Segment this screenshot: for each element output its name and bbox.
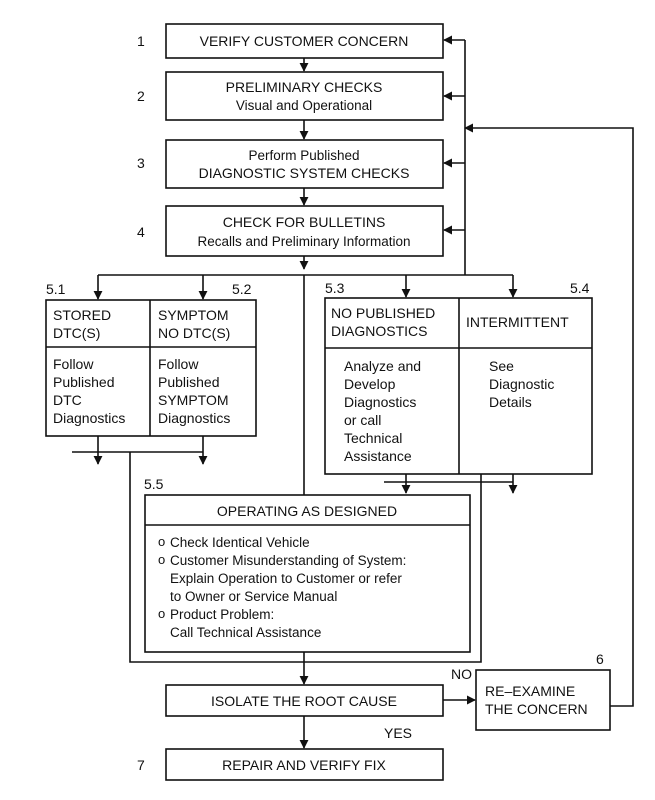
bullet-1-line-0: Customer Misunderstanding of System: [170,553,406,568]
step-5-3-body-0: Analyze and [344,358,421,374]
step-4-line-1: Recalls and Preliminary Information [197,234,410,249]
step-5-2-body-1: Published [158,374,220,390]
step-3-number: 3 [137,155,145,171]
step-3-line-0: Perform Published [248,148,359,163]
step-5-3-body-1: Develop [344,376,396,392]
bullet-0-mark: o [158,534,165,549]
step-5-3-body-2: Diagnostics [344,394,416,410]
step-2-number: 2 [137,88,145,104]
step-5-1-body-3: Diagnostics [53,410,125,426]
step-1-line-0: VERIFY CUSTOMER CONCERN [200,33,409,49]
step-5-2-header-1: NO DTC(S) [158,325,230,341]
step-5-4-number: 5.4 [570,280,590,296]
branch-yes-label: YES [384,725,412,741]
step-5-3-header-0: NO PUBLISHED [331,305,435,321]
step-5-2-number: 5.2 [232,281,252,297]
step-5-3-header-1: DIAGNOSTICS [331,323,427,339]
step-3-line-1: DIAGNOSTIC SYSTEM CHECKS [199,165,410,181]
step-5-1-header-0: STORED [53,307,111,323]
step-5-3-body-5: Assistance [344,448,412,464]
bullet-1-mark: o [158,552,165,567]
bullet-1-line-2: to Owner or Service Manual [170,589,337,604]
step-5-4-header-0: INTERMITTENT [466,314,569,330]
step-6-line-0: RE–EXAMINE [485,683,575,699]
step-5-1-body-0: Follow [53,356,94,372]
step-5-5-number: 5.5 [144,476,164,492]
branch-no-label: NO [451,666,472,682]
step-5-1-body-2: DTC [53,392,82,408]
step-5-3-body-3: or call [344,412,381,428]
bullet-2-line-1: Call Technical Assistance [170,625,321,640]
step-4-number: 4 [137,224,145,240]
step-5-1-header-1: DTC(S) [53,325,100,341]
step-5-5-box [144,494,471,653]
step-2-line-0: PRELIMINARY CHECKS [226,79,383,95]
step-5-3-body-4: Technical [344,430,402,446]
bullet-2-mark: o [158,606,165,621]
bullet-1-line-1: Explain Operation to Customer or refer [170,571,402,586]
step-5-2-body-2: SYMPTOM [158,392,229,408]
bullet-0-line-0: Check Identical Vehicle [170,535,310,550]
step-7-number: 7 [137,757,145,773]
step-6-line-1: THE CONCERN [485,701,588,717]
step-5-2-header-0: SYMPTOM [158,307,229,323]
isolate-root-cause-label: ISOLATE THE ROOT CAUSE [211,693,397,709]
step-5-2-body-0: Follow [158,356,199,372]
step-5-4-body-0: See [489,358,514,374]
step-5-1-5-2-box [45,299,257,437]
step-5-3-number: 5.3 [325,280,345,296]
step-7-box [165,748,444,781]
bullet-2-line-0: Product Problem: [170,607,274,622]
step-5-5-title: OPERATING AS DESIGNED [217,503,397,519]
step-5-4-body-2: Details [489,394,532,410]
step-7-line-0: REPAIR AND VERIFY FIX [222,757,386,773]
step-4-line-0: CHECK FOR BULLETINS [223,214,386,230]
step-1-number: 1 [137,33,145,49]
step-5-1-number: 5.1 [46,281,66,297]
step-5-1-body-1: Published [53,374,115,390]
step-6-box [475,669,611,731]
step-6-number: 6 [596,651,604,667]
step-2-line-1: Visual and Operational [236,98,372,113]
step-5-4-body-1: Diagnostic [489,376,554,392]
step-5-2-body-3: Diagnostics [158,410,230,426]
